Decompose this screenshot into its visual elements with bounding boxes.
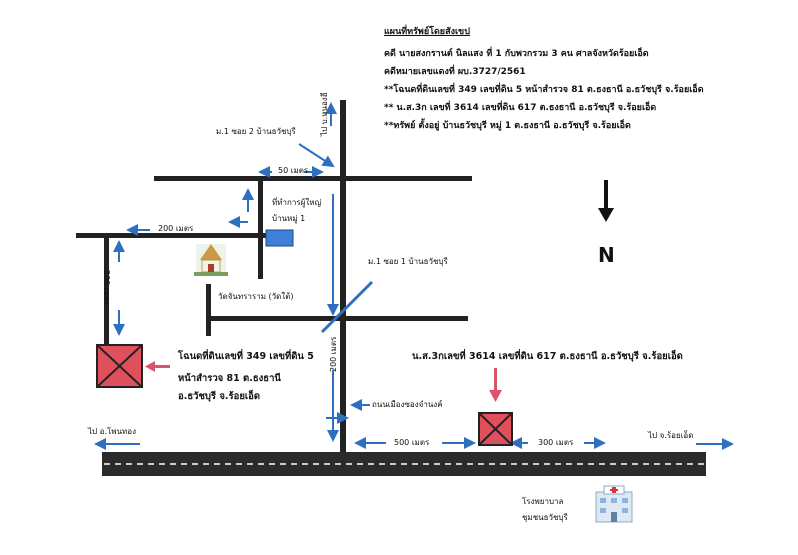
deed-349-line2: หน้าสำรวจ 81 ต.ธงธานี <box>178 373 281 384</box>
case-line: คดี นายสงกรานต์ นิลแสง ที่ 1 กับพวกรวม 3… <box>384 49 649 59</box>
upper-horizontal-road <box>154 176 472 181</box>
label-200m-left: 200 เมตร <box>102 270 111 306</box>
soi1-diagonal <box>320 280 374 334</box>
deed-line: **โฉนดที่ดินเลขที่ 349 เลขที่ดิน 5 หน้าส… <box>384 85 704 95</box>
label-to-nong-hee: ไป บ.หนองฮี <box>320 92 329 136</box>
property-deed-349 <box>96 344 143 388</box>
north-label: N <box>598 243 615 267</box>
left-vertical-road <box>104 238 109 350</box>
temple-lane <box>206 284 211 336</box>
label-hospital-1: โรงพยาบาล <box>522 497 564 506</box>
deed-349-line1: โฉนดที่ดินเลขที่ 349 เลขที่ดิน 5 <box>178 351 314 362</box>
pointer-ns3k <box>489 368 502 402</box>
label-hospital-2: ชุมชนธวัชบุรี <box>522 513 568 522</box>
case-number-line: คดีหมายเลขแดงที่ ผบ.3727/2561 <box>384 67 526 77</box>
label-to-roi-et: ไป จ.ร้อยเอ็ด <box>648 431 694 440</box>
main-vertical-road <box>340 100 346 458</box>
label-village-office-2: บ้านหมู่ 1 <box>272 214 306 223</box>
label-50m: 50 เมตร <box>278 166 309 175</box>
label-500m: 500 เมตร <box>394 438 430 447</box>
label-moo1-soi1: ม.1 ซอย 1 บ้านธวัชบุรี <box>368 257 448 266</box>
deed-349-line3: อ.ธวัชบุรี จ.ร้อยเอ็ด <box>178 391 261 402</box>
location-line: **ทรัพย์ ตั้งอยู่ บ้านธวัชบุรี หมู่ 1 ต.… <box>384 121 631 131</box>
label-moo1-soi2: ม.1 ซอย 2 บ้านธวัชบุรี <box>216 127 296 136</box>
village-office-marker <box>265 229 294 247</box>
label-village-office-1: ที่ทำการผู้ใหญ่ <box>272 198 322 207</box>
property-ns3k-3614 <box>478 412 513 446</box>
label-200m-top: 200 เมตร <box>158 224 194 233</box>
ns3k-label: น.ส.3กเลขที่ 3614 เลขที่ดิน 617 ต.ธงธานี… <box>412 351 683 362</box>
hospital-icon <box>595 485 633 523</box>
label-200m-center: 200 เมตร <box>329 336 338 372</box>
label-to-pho-thong: ไป อ.โพนทอง <box>88 427 137 436</box>
temple-icon <box>194 244 228 276</box>
label-temple: วัดจันทราราม (วัดใต้) <box>218 292 294 301</box>
arrow-soi2 <box>298 143 335 168</box>
map-title: แผนที่ทรัพย์โดยสังเขป <box>384 27 470 37</box>
label-300m: 300 เมตร <box>538 438 574 447</box>
pointer-deed-349 <box>145 361 170 372</box>
left-horizontal-road <box>76 233 266 238</box>
office-lane <box>258 181 263 279</box>
label-road-nong-chan: ถนนเมืองซองจำนงค์ <box>372 400 443 409</box>
north-arrow-icon <box>598 180 614 222</box>
ns3k-line: ** น.ส.3ก เลขที่ 3614 เลขที่ดิน 617 ต.ธง… <box>384 103 657 113</box>
